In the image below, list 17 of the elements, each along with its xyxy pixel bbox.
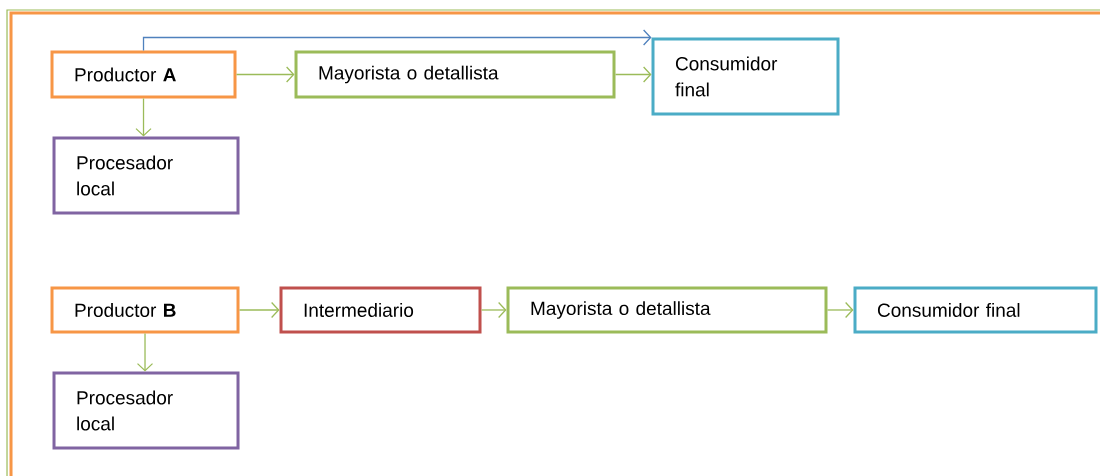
arrow [136,332,154,372]
arrow [235,66,295,83]
arrow [480,301,507,319]
processor-box: Procesador local [52,371,240,450]
wholesaler-box: Mayorista o detallista [506,286,828,334]
intermediary-box: Intermediario [279,286,482,334]
arrow [238,301,280,319]
arrow [142,29,652,52]
consumer-box: Consumidor final [651,37,840,116]
producer-box: Productor A [50,50,237,99]
arrow [826,301,854,319]
arrow [135,97,152,137]
arrow [614,66,652,83]
consumer-box: Consumidor final [853,286,1098,334]
producer-box: Productor B [50,286,240,334]
processor-box: Procesador local [52,136,240,215]
wholesaler-box: Mayorista o detallista [294,50,616,99]
